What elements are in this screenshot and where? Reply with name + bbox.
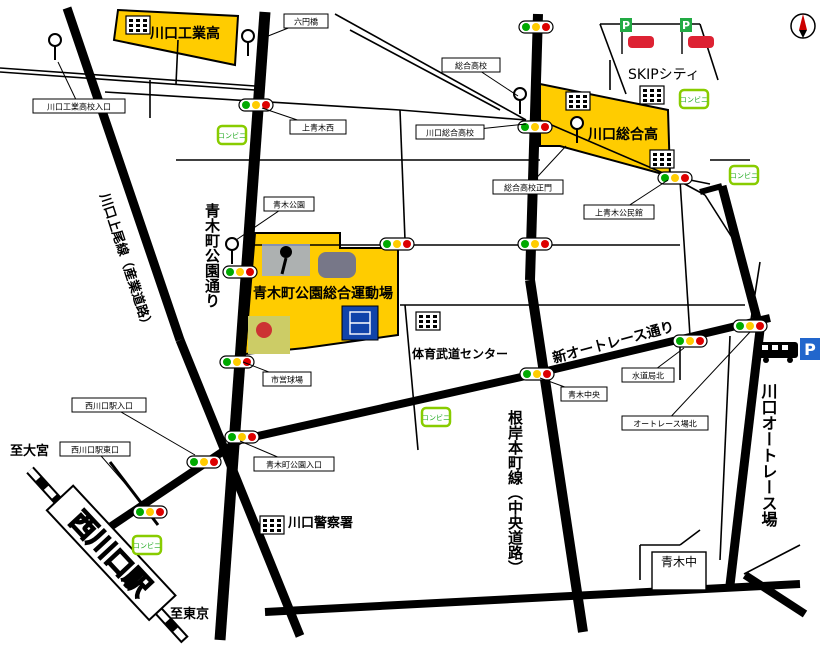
building-icon bbox=[125, 15, 151, 35]
traffic-light-icon bbox=[657, 171, 693, 185]
svg-text:青木町公園入口: 青木町公園入口 bbox=[266, 460, 322, 470]
svg-text:コンビニ: コンビニ bbox=[133, 541, 161, 550]
aoki-jhs-label: 青木中 bbox=[661, 554, 697, 569]
konbini-icon: コンビニ bbox=[728, 164, 760, 186]
building-icon bbox=[639, 85, 665, 105]
intersection-label: 総合高校正門 bbox=[492, 145, 567, 195]
traffic-light-icon bbox=[732, 319, 768, 333]
negishi-honmachi-label: 根岸本町線（中央道路） bbox=[506, 409, 524, 575]
svg-text:川口総合高校: 川口総合高校 bbox=[426, 128, 474, 138]
intersection-label: 青木中央 bbox=[539, 377, 608, 402]
svg-text:西川口駅東口: 西川口駅東口 bbox=[71, 445, 119, 455]
svg-text:上青木西: 上青木西 bbox=[302, 123, 334, 133]
svg-text:コンビニ: コンビニ bbox=[730, 171, 758, 180]
skip-city-parking: P P bbox=[620, 18, 714, 54]
skip-city-label: SKIPシティ bbox=[628, 67, 700, 83]
traffic-light-icon bbox=[517, 120, 553, 134]
svg-text:オートレース場北: オートレース場北 bbox=[633, 419, 697, 429]
konbini-icon: コンビニ bbox=[131, 534, 163, 556]
aoki-park-dori-label: 青木町公園通り bbox=[203, 202, 221, 308]
bus-stop-icon bbox=[513, 87, 527, 114]
traffic-light-icon bbox=[132, 505, 168, 519]
svg-text:上青木公民館: 上青木公民館 bbox=[595, 208, 643, 218]
bus-stop-icon bbox=[48, 33, 62, 60]
svg-text:市営球場: 市営球場 bbox=[271, 375, 303, 385]
kamiodori-label: 川口上尾線（産業道路） bbox=[96, 190, 156, 332]
bus-stop-icon bbox=[241, 29, 255, 56]
intersection-label: 川口総合高校 bbox=[415, 123, 527, 140]
autorace-jo-label: 川口オートレース場 bbox=[759, 383, 779, 528]
svg-text:コンビニ: コンビニ bbox=[422, 413, 450, 422]
intersection-label: 西川口駅入口 bbox=[71, 397, 196, 456]
autorace-parking: P bbox=[758, 338, 820, 363]
intersection-label: オートレース場北 bbox=[621, 331, 751, 431]
konbini-icon: コンビニ bbox=[678, 88, 710, 110]
intersection-label: 六円橋 bbox=[257, 13, 329, 41]
traffic-light-icon bbox=[379, 237, 415, 251]
aoki-park-label: 青木町公園総合運動場 bbox=[253, 285, 393, 302]
police-station-label: 川口警察署 bbox=[287, 515, 353, 531]
intersection-label: 川口工業高校入口 bbox=[32, 61, 126, 114]
sports-pictograms bbox=[248, 244, 379, 354]
bus-stop-icons bbox=[48, 29, 584, 264]
intersection-label: 西川口駅東口 bbox=[59, 441, 145, 506]
compass-north-icon bbox=[790, 13, 816, 39]
svg-text:水道局北: 水道局北 bbox=[632, 371, 664, 381]
traffic-light-icon bbox=[219, 355, 255, 369]
svg-text:川口工業高校入口: 川口工業高校入口 bbox=[47, 102, 111, 112]
svg-text:西川口駅入口: 西川口駅入口 bbox=[85, 402, 133, 411]
intersection-label: 上青木公民館 bbox=[583, 179, 669, 220]
traffic-lights bbox=[132, 20, 768, 519]
intersection-label: 上青木西 bbox=[261, 107, 347, 135]
konbini-icon: コンビニ bbox=[216, 124, 248, 146]
svg-text:コンビニ: コンビニ bbox=[218, 131, 246, 140]
parking-sign: P bbox=[682, 19, 690, 32]
parking-sign: P bbox=[622, 19, 630, 32]
traffic-light-icon bbox=[519, 367, 555, 381]
kawaguchi-sogo-label: 川口総合高 bbox=[587, 126, 658, 143]
aoki-jhs-box bbox=[651, 551, 707, 591]
traffic-light-icon bbox=[672, 334, 708, 348]
traffic-light-icon bbox=[222, 265, 258, 279]
building-icon bbox=[565, 91, 591, 111]
bus-stop-icon bbox=[225, 237, 239, 264]
konbini-icon: コンビニ bbox=[420, 406, 452, 428]
traffic-light-icon bbox=[224, 430, 260, 444]
minor-roads bbox=[0, 13, 801, 580]
svg-text:六円橋: 六円橋 bbox=[294, 17, 318, 27]
svg-text:青木中央: 青木中央 bbox=[568, 390, 600, 400]
bus-stop-icon bbox=[570, 116, 584, 143]
traffic-light-icon bbox=[518, 20, 554, 34]
intersection-label: 総合高校 bbox=[441, 57, 519, 97]
intersection-label: 青木町公園入口 bbox=[239, 440, 335, 472]
major-roads bbox=[62, 6, 808, 641]
intersection-label: 青木公園 bbox=[235, 196, 315, 241]
to-tokyo-label: 至東京 bbox=[170, 606, 209, 622]
to-omiya-label: 至大宮 bbox=[10, 443, 49, 459]
building-icon bbox=[415, 311, 441, 331]
intersection-label: 水道局北 bbox=[621, 347, 685, 383]
kawaguchi-kogyo-label: 川口工業高 bbox=[149, 25, 220, 42]
svg-text:コンビニ: コンビニ bbox=[680, 95, 708, 104]
intersection-label: 市営球場 bbox=[242, 361, 312, 387]
svg-text:総合高校正門: 総合高校正門 bbox=[504, 183, 552, 193]
traffic-light-icon bbox=[517, 237, 553, 251]
building-icon bbox=[259, 515, 285, 535]
building-icon bbox=[649, 149, 675, 169]
svg-text:青木公園: 青木公園 bbox=[273, 200, 305, 210]
parking-sign: P bbox=[804, 340, 816, 359]
traffic-light-icon bbox=[186, 455, 222, 469]
svg-text:総合高校: 総合高校 bbox=[455, 61, 487, 71]
budo-center-label: 体育武道センター bbox=[412, 346, 508, 361]
traffic-light-icon bbox=[238, 98, 274, 112]
